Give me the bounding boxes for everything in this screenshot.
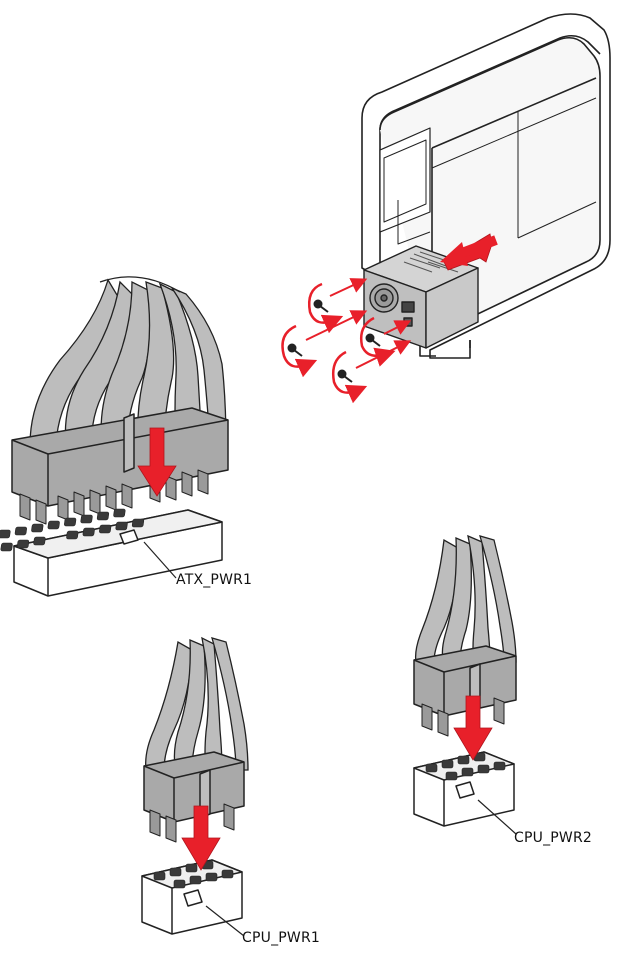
cpu-pwr1-label: CPU_PWR1 (242, 930, 320, 946)
atx-pwr1-label: ATX_PWR1 (176, 572, 252, 588)
cpu-pwr1-cable-bundle (146, 638, 248, 770)
cpu-pwr2-label: CPU_PWR2 (514, 830, 592, 846)
screw-icon (288, 344, 303, 357)
screw-icon (366, 334, 381, 347)
arrow-icon (330, 282, 360, 296)
cpu-pwr2-socket (414, 752, 514, 826)
cpu-pwr2-plug (414, 646, 516, 736)
cpu-pwr2-cable-bundle (416, 536, 516, 662)
screw-icon (338, 370, 353, 383)
screw-icon (314, 300, 329, 313)
